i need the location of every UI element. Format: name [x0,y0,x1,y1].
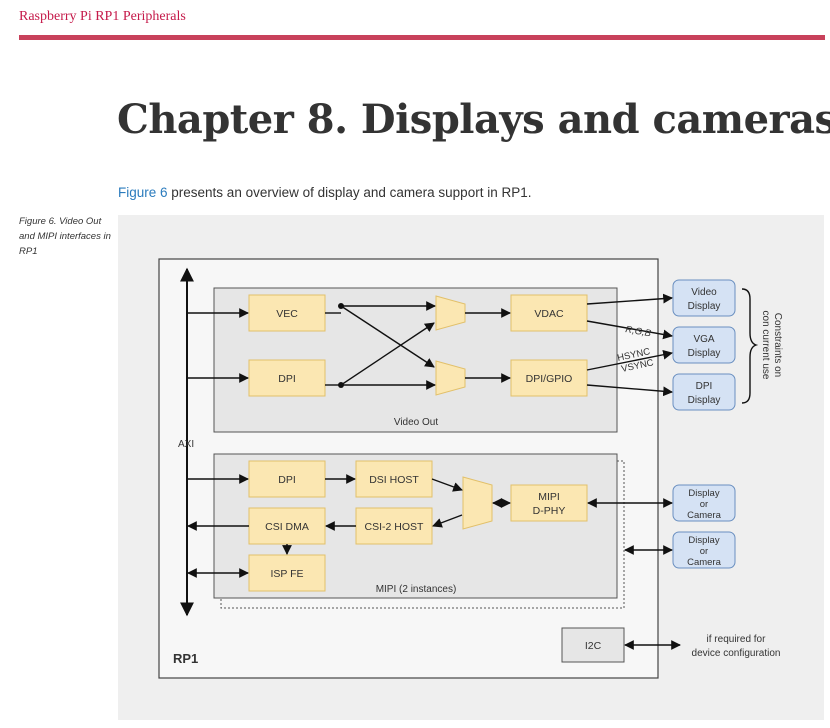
rp1-label: RP1 [173,651,198,666]
csi-dma-block [248,507,326,545]
constraints-brace [741,288,759,404]
csi-dma-label: CSI DMA [265,521,309,533]
csi2-host-block [355,507,433,545]
vga-display-line1: VGA [693,334,714,345]
vdac-label: VDAC [534,308,564,320]
figure-caption: Figure 6. Video Out and MIPI interfaces … [19,216,111,257]
header-rule [19,35,825,40]
display-camera-2-line2: or [700,546,708,557]
video-mux-top [435,295,466,331]
dpi-display-box [672,373,736,411]
mux-to-csi2-host [432,514,463,528]
vga-display-box [672,326,736,364]
vdac-block [510,294,588,332]
vdac-to-vga-display [586,320,673,340]
display-camera-2-line3: Camera [687,557,722,568]
csi2-host-label: CSI-2 HOST [365,521,425,533]
isp-fe-label: ISP FE [270,568,303,580]
vec-label: VEC [276,308,298,320]
video-out-label: Video Out [394,417,439,428]
figure-6-diagram: RP1 AXI Video Out VEC DPI VDAC DPI/GPIO … [118,215,824,720]
dpi-gpio-to-dpi-display [586,384,673,397]
intro-text: presents an overview of display and came… [167,185,532,200]
constraints-line1: Constraints on [772,313,783,377]
mipi-dphy-line2: D-PHY [533,505,566,517]
vdac-to-video-display [586,293,673,305]
dsi-host-label: DSI HOST [369,474,419,486]
i2c-note-line1: if required for [707,634,767,645]
chapter-title: Chapter 8. Displays and cameras [117,96,830,143]
mipi-dphy-block [510,484,588,522]
dpi-gpio-block [510,359,588,397]
video-dpi-block [248,359,326,397]
dpi-gpio-to-vga-display [586,349,673,371]
intro-paragraph: Figure 6 presents an overview of display… [118,185,531,200]
i2c-label: I2C [585,640,602,652]
mipi-dpi-block [248,460,326,498]
constraints-line2: con current use [760,311,771,380]
i2c-block [561,627,625,663]
document-header-title: Raspberry Pi RP1 Peripherals [19,9,186,24]
dpi-display-line1: DPI [696,381,713,392]
video-display-line1: Video [691,287,717,298]
figure-6-link[interactable]: Figure 6 [118,185,168,200]
dsi-host-to-mux [431,478,463,492]
mipi-group-label: MIPI (2 instances) [376,584,457,595]
axi-label: AXI [178,439,194,450]
display-camera-1-line3: Camera [687,510,722,521]
vec-block [248,294,326,332]
display-camera-box-1 [672,484,736,522]
isp-fe-block [248,554,326,592]
mipi-mux [462,476,493,530]
vga-display-line2: Display [688,348,721,359]
dpi-gpio-label: DPI/GPIO [526,373,573,385]
video-mux-bottom [435,360,466,396]
display-camera-1-line2: or [700,499,708,510]
video-display-box [672,279,736,317]
rgb-signal-label: R,G,B [624,324,652,339]
dpi-to-mux-top [340,322,435,386]
video-display-line2: Display [688,301,721,312]
display-camera-box-2 [672,531,736,569]
display-camera-2-line1: Display [688,535,719,546]
display-camera-1-line1: Display [688,488,719,499]
mipi-dpi-label: DPI [278,474,296,486]
mipi-dphy-line1: MIPI [538,491,560,503]
vec-to-mux-bottom [340,305,435,368]
dsi-host-block [355,460,433,498]
dpi-display-line2: Display [688,395,721,406]
i2c-note-line2: device configuration [692,648,781,659]
video-dpi-label: DPI [278,373,296,385]
